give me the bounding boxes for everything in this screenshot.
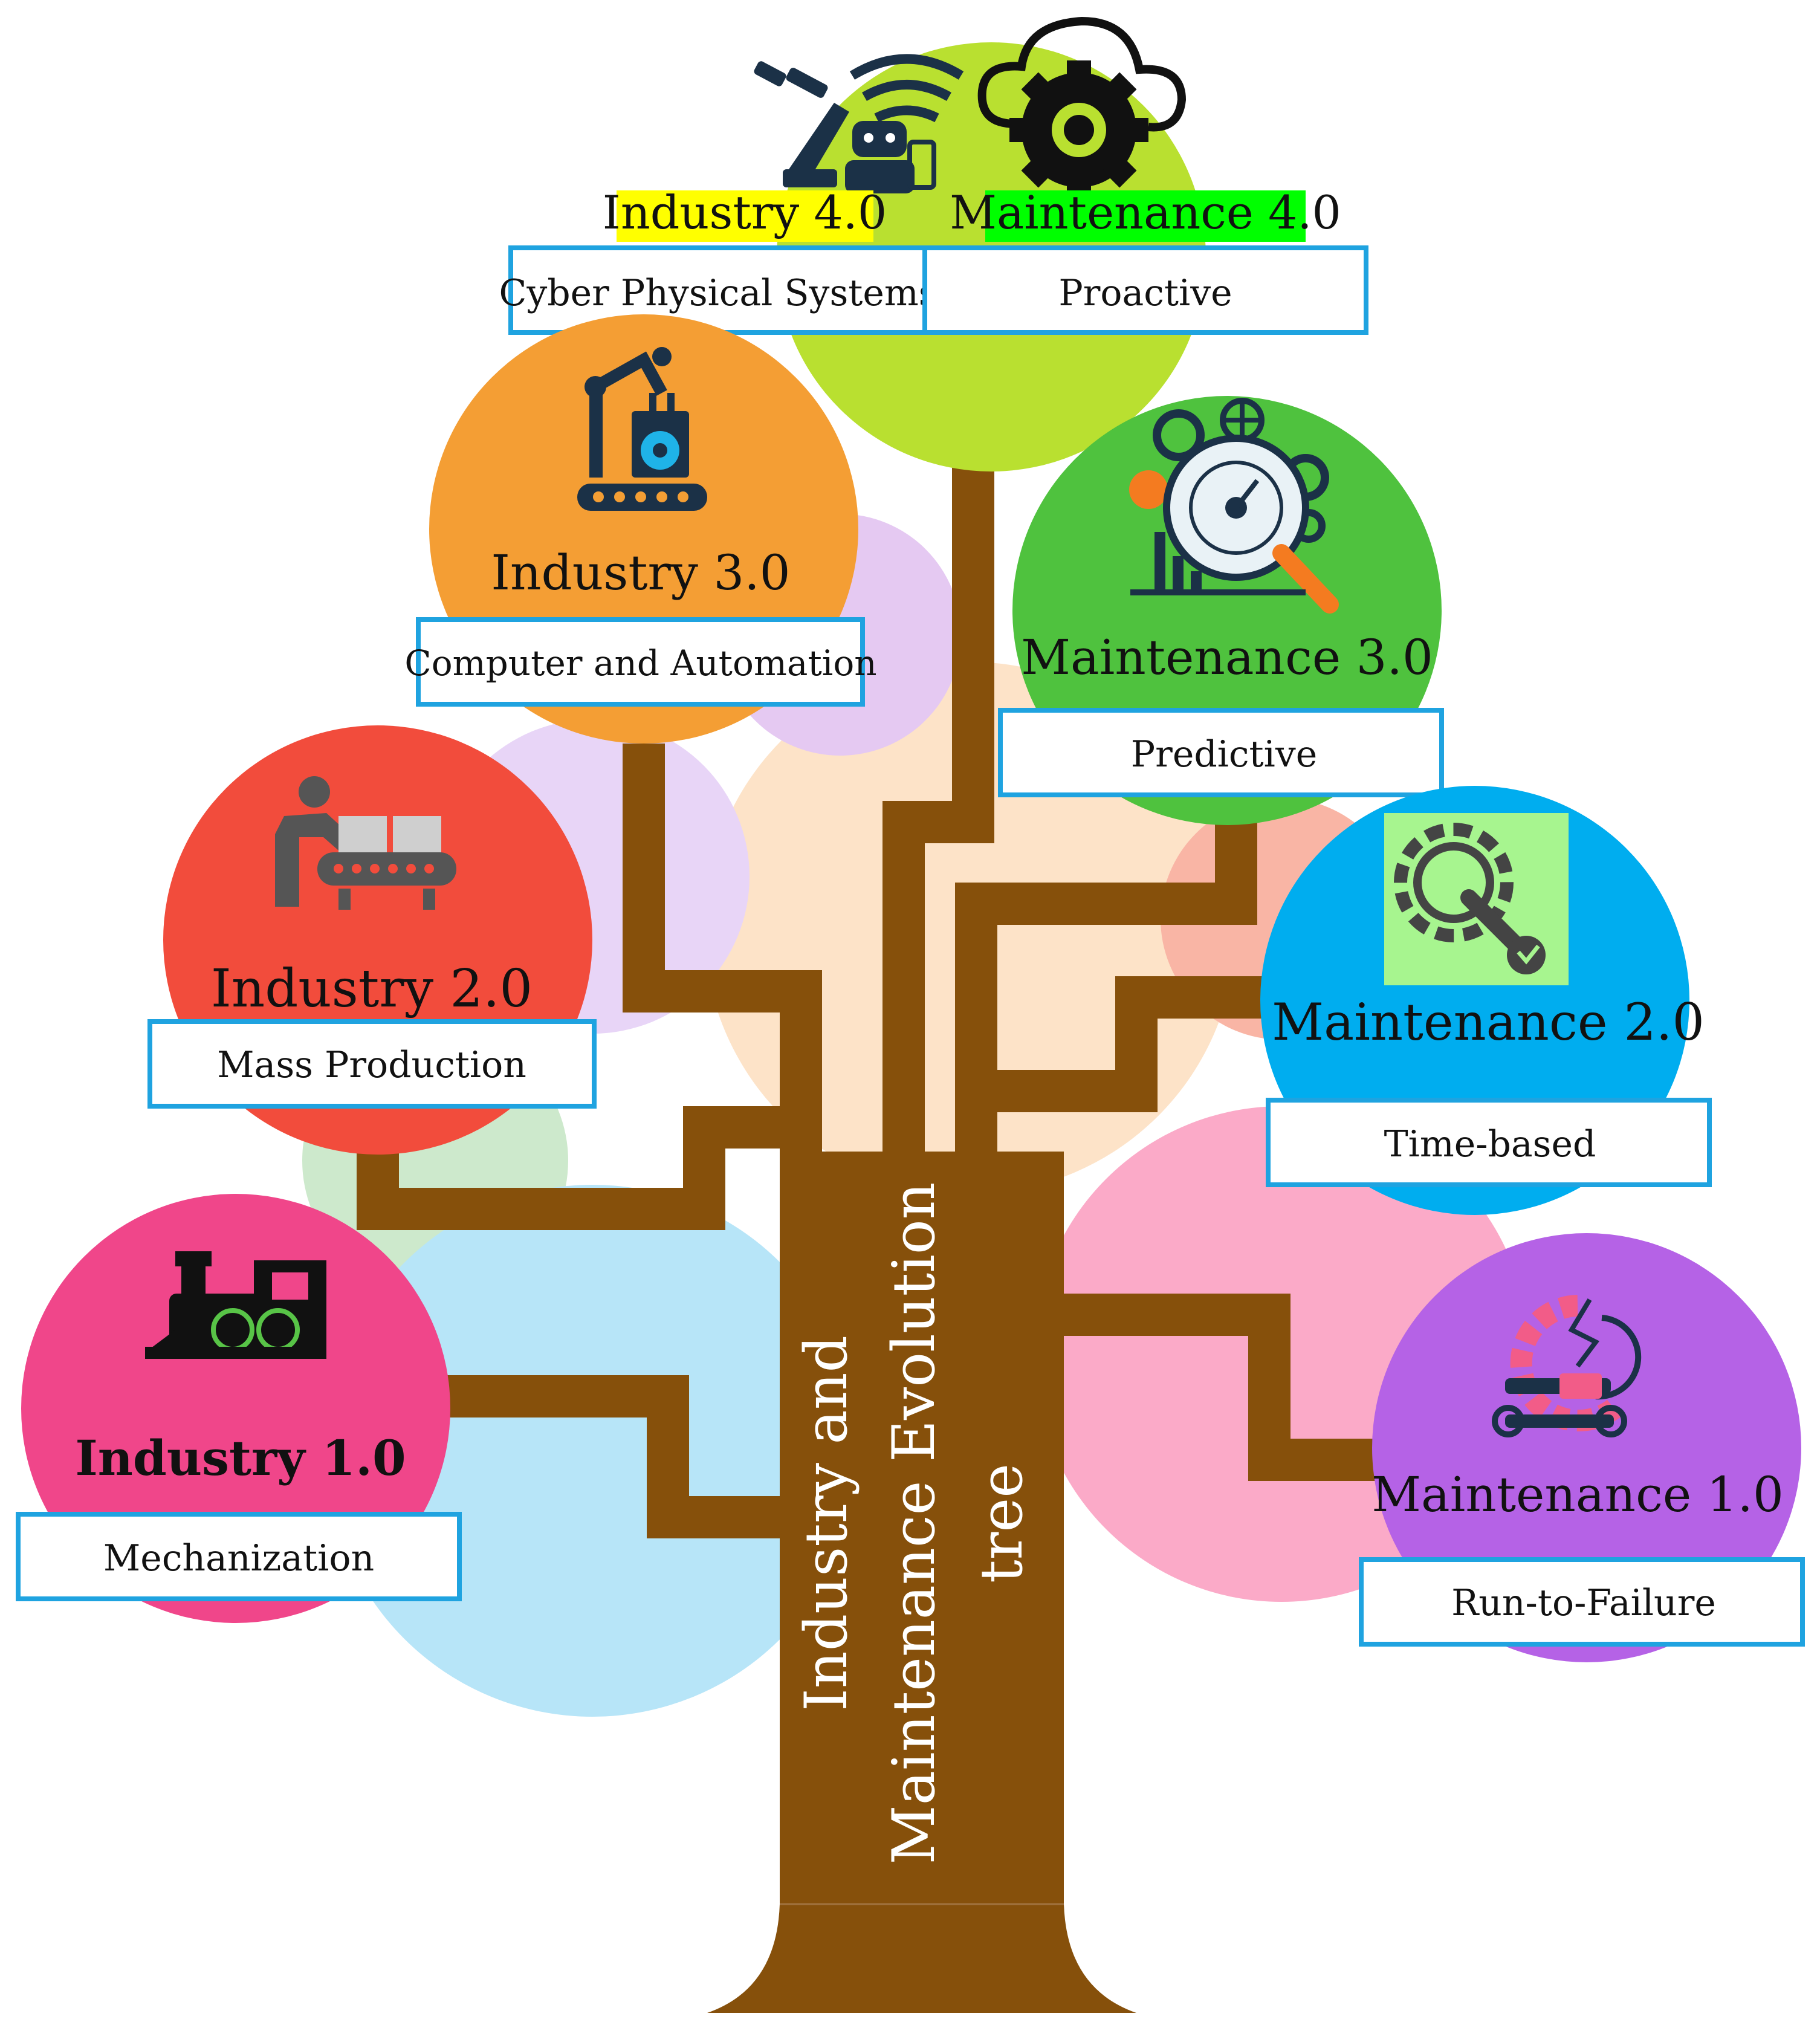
tree-branches — [357, 447, 1378, 1538]
tree-trunk: Industry and Maintenance Evolution tree — [707, 1152, 1136, 2013]
node-industry-2: Industry 2.0 Mass Production — [147, 725, 597, 1155]
gauge-magnifier-icon — [1129, 398, 1339, 614]
trunk-title: Industry and Maintenance Evolution tree — [792, 1182, 1035, 1865]
cloud-gear-icon — [977, 16, 1187, 199]
node-industry-3: Industry 3.0 Computer and Automation — [404, 314, 877, 744]
iot-robot-icon — [754, 54, 964, 193]
robot-arm-icon — [577, 347, 707, 511]
maintenance-1-label-box — [1359, 1557, 1805, 1647]
maintenance-3-label-box — [998, 708, 1444, 797]
trunk-title-line-2: Maintenance Evolution — [880, 1182, 948, 1865]
trunk-title-line-1: Industry and — [792, 1335, 860, 1711]
industry-4-label-box — [508, 245, 927, 335]
maintenance-1-subtitle: Run-to-Failure — [1451, 1582, 1716, 1624]
industry-4-subtitle: Cyber Physical Systems — [499, 272, 937, 314]
industry-4-title: Industry 4.0 — [603, 186, 887, 239]
branch-industry-3 — [623, 744, 822, 1197]
node-industry-1: Industry 1.0 Mechanization — [16, 1194, 462, 1623]
node-level-4: Industry 4.0 Maintenance 4.0 Cyber Physi… — [499, 16, 1368, 471]
wrench-gear-clock-icon — [1384, 813, 1569, 985]
industry-1-subtitle: Mechanization — [103, 1537, 374, 1580]
branch-maintenance-3 — [955, 810, 1257, 1179]
node-maintenance-1: Maintenance 1.0 Run-to-Failure — [1359, 1233, 1805, 1662]
industry-1-label-box — [16, 1512, 462, 1601]
industry-3-subtitle: Computer and Automation — [404, 643, 876, 684]
maintenance-1-title: Maintenance 1.0 — [1371, 1466, 1784, 1523]
node-maintenance-3: Maintenance 3.0 Predictive — [998, 396, 1444, 825]
broken-gear-tools-icon — [1492, 1295, 1642, 1437]
maintenance-3-title: Maintenance 3.0 — [1021, 629, 1433, 685]
maintenance-4-label-box — [922, 245, 1368, 335]
node-maintenance-2: Maintenance 2.0 Time-based — [1260, 786, 1712, 1215]
industry-2-label-box — [147, 1019, 597, 1109]
maintenance-4-title: Maintenance 4.0 — [950, 186, 1341, 239]
trunk-title-line-3: tree — [968, 1463, 1035, 1583]
industry-2-subtitle: Mass Production — [217, 1044, 526, 1086]
conveyor-worker-icon — [275, 776, 456, 910]
industry-2-title: Industry 2.0 — [211, 959, 533, 1019]
trunk-body — [707, 1152, 1136, 2013]
branch-industry-4 — [882, 447, 994, 1179]
maintenance-2-label-box — [1266, 1098, 1712, 1187]
industry-4-title-highlight — [617, 190, 873, 242]
branch-industry-1 — [441, 1375, 798, 1538]
industry-3-title: Industry 3.0 — [491, 545, 790, 601]
steam-locomotive-icon — [145, 1251, 326, 1359]
branch-maintenance-1 — [1052, 1294, 1378, 1481]
maintenance-4-title-highlight — [985, 190, 1306, 242]
maintenance-1-circle — [1372, 1233, 1801, 1662]
maintenance-2-subtitle: Time-based — [1384, 1123, 1596, 1165]
maintenance-3-subtitle: Predictive — [1131, 733, 1317, 776]
industry-3-label-box — [416, 617, 865, 707]
branch-industry-2 — [357, 1106, 798, 1230]
industry-1-title: Industry 1.0 — [75, 1430, 406, 1486]
maintenance-2-title: Maintenance 2.0 — [1272, 993, 1705, 1052]
branch-maintenance-2 — [991, 976, 1306, 1112]
maintenance-4-subtitle: Proactive — [1058, 272, 1232, 314]
